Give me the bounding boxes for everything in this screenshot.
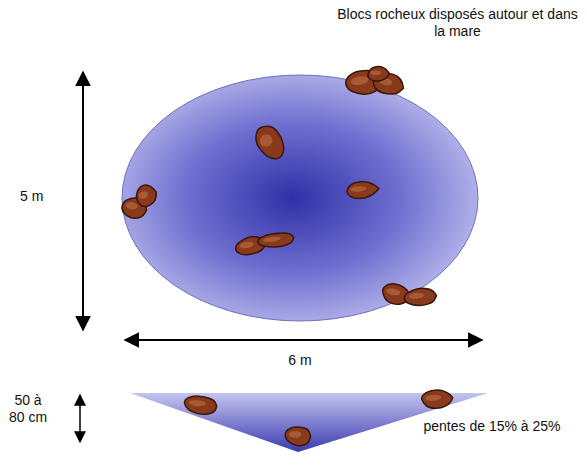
height-label: 5 m: [20, 188, 70, 205]
rock-block: [133, 182, 160, 209]
rock-note: Blocs rocheux disposés autour et dans la…: [335, 6, 580, 40]
rock-highlight: [350, 186, 367, 193]
width-dimension: [125, 339, 482, 341]
rock-block: [252, 122, 289, 164]
rock-block: [257, 231, 295, 250]
width-label: 6 m: [270, 352, 330, 369]
slope-label: pentes de 15% à 25%: [412, 418, 572, 435]
rock-block: [421, 389, 453, 410]
rock-block: [285, 427, 310, 446]
rock-highlight: [137, 190, 149, 200]
rock-block: [184, 395, 218, 416]
rock-block: [404, 287, 438, 307]
rock-highlight: [385, 287, 400, 296]
rock-highlight: [409, 292, 425, 299]
rock-highlight: [239, 241, 254, 249]
rock-highlight: [263, 236, 281, 243]
rock-blocks: [120, 67, 453, 446]
rock-highlight: [189, 399, 207, 406]
rock-highlight: [350, 75, 369, 86]
height-dimension: [82, 72, 84, 330]
depth-dimension: [79, 395, 81, 442]
rock-highlight: [125, 201, 138, 210]
rock-highlight: [289, 431, 302, 438]
rock-highlight: [370, 70, 381, 75]
rock-highlight: [425, 394, 442, 401]
rock-highlight: [258, 132, 274, 148]
depth-label: 50 à 80 cm: [6, 392, 50, 426]
pond-plan: [122, 75, 478, 321]
rock-block: [368, 67, 390, 82]
rock-block: [346, 180, 379, 199]
